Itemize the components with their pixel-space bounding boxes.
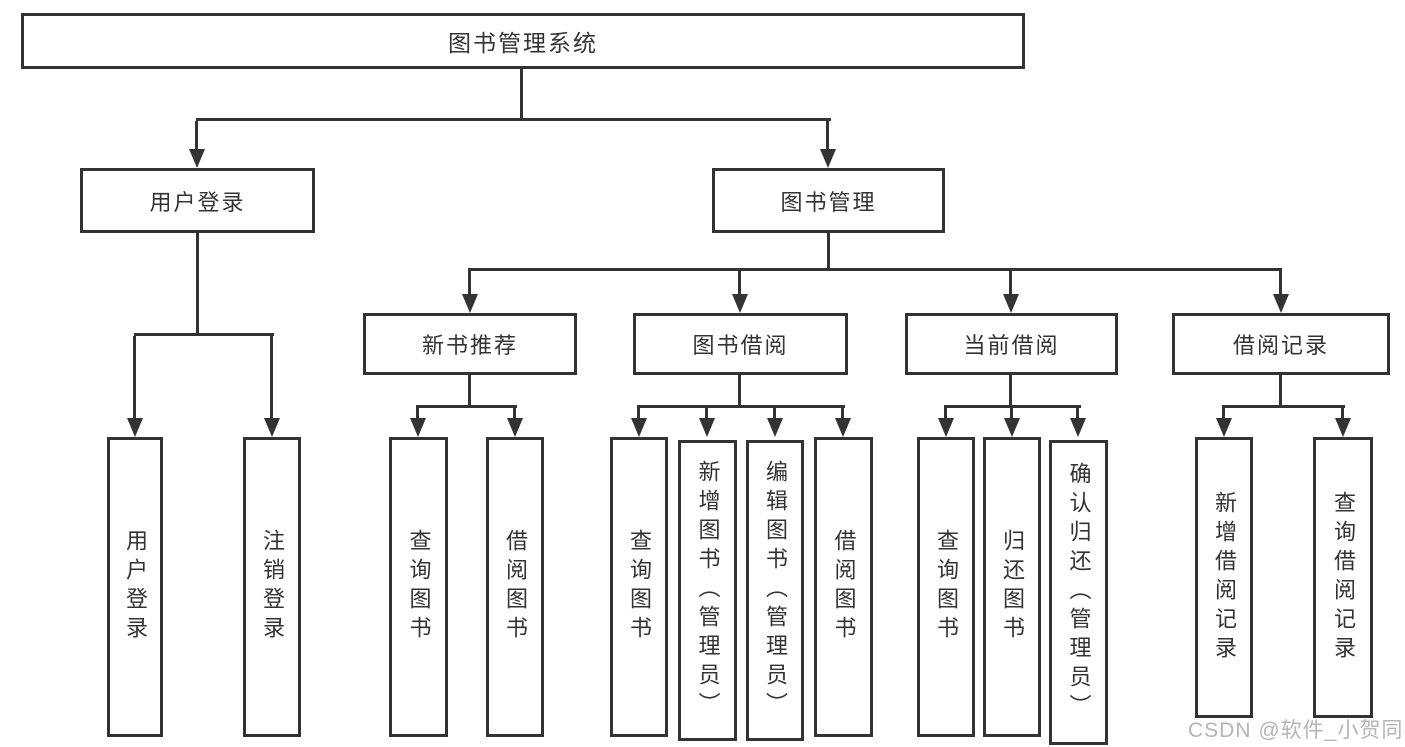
leaf-borrow-books-recommend: 借阅图书 [486, 437, 544, 737]
connector-line [637, 405, 845, 408]
connector-line [1010, 408, 1013, 419]
connector-line [1076, 408, 1079, 419]
connector-line [738, 375, 741, 408]
arrowhead-down-icon [462, 294, 478, 313]
connector-line [270, 336, 273, 419]
leaf-edit-books-admin: 编辑图书（管理员） [746, 440, 804, 741]
arrowhead-down-icon [264, 418, 280, 437]
connector-line [416, 405, 517, 408]
node-root: 图书管理系统 [21, 13, 1025, 69]
node-user-login: 用户登录 [80, 168, 315, 233]
leaf-logout: 注销登录 [243, 437, 301, 737]
node-borrowing-records: 借阅记录 [1172, 313, 1390, 375]
connector-line [637, 408, 640, 419]
connector-line [826, 121, 829, 150]
connector-line [1341, 408, 1344, 419]
leaf-label: 注销登录 [260, 529, 285, 645]
leaf-label: 确认归还（管理员） [1066, 462, 1092, 723]
arrowhead-down-icon [938, 418, 954, 437]
connector-line [1009, 271, 1012, 295]
connector-line [520, 69, 523, 121]
leaf-query-books-borrowing: 查询图书 [610, 437, 668, 737]
leaf-label: 借阅图书 [503, 529, 528, 645]
connector-line [133, 336, 136, 419]
leaf-confirm-return-admin: 确认归还（管理员） [1049, 440, 1108, 745]
connector-line [1222, 408, 1225, 419]
connector-line [1222, 405, 1345, 408]
leaf-user-login: 用户登录 [107, 437, 163, 737]
leaf-query-books-current: 查询图书 [917, 437, 975, 737]
arrowhead-down-icon [1070, 418, 1086, 437]
connector-line [944, 408, 947, 419]
connector-line [944, 405, 1081, 408]
leaf-add-borrow-record: 新增借阅记录 [1195, 437, 1253, 718]
leaf-label: 借阅图书 [831, 529, 857, 645]
leaf-label: 用户登录 [123, 529, 148, 645]
leaf-label: 归还图书 [1000, 529, 1025, 645]
connector-line [827, 233, 830, 271]
leaf-label: 新增图书（管理员） [695, 460, 721, 721]
connector-line [195, 121, 198, 150]
node-current-borrowing: 当前借阅 [905, 313, 1118, 375]
arrowhead-down-icon [732, 294, 748, 313]
csdn-watermark: CSDN @软件_小贺同学 [1188, 719, 1405, 742]
leaf-query-borrow-record: 查询借阅记录 [1313, 437, 1373, 718]
leaf-label: 查询图书 [406, 529, 432, 645]
connector-line [738, 271, 741, 295]
connector-line [468, 268, 1282, 271]
connector-line [513, 408, 516, 419]
arrowhead-down-icon [1004, 418, 1020, 437]
leaf-label: 查询图书 [627, 529, 652, 645]
connector-line [468, 271, 471, 295]
connector-line [773, 408, 776, 419]
leaf-label: 编辑图书（管理员） [763, 460, 788, 721]
arrowhead-down-icon [699, 418, 715, 437]
arrowhead-down-icon [410, 418, 426, 437]
leaf-query-books-recommend: 查询图书 [389, 437, 448, 737]
arrowhead-down-icon [1003, 294, 1019, 313]
connector-line [196, 118, 831, 121]
connector-line [416, 408, 419, 419]
arrowhead-down-icon [1335, 418, 1351, 437]
leaf-add-books-admin: 新增图书（管理员） [678, 440, 737, 741]
leaf-label: 查询借阅记录 [1331, 490, 1356, 665]
arrowhead-down-icon [1216, 418, 1232, 437]
arrowhead-down-icon [507, 418, 523, 437]
arrowhead-down-icon [767, 418, 783, 437]
connector-line [196, 233, 199, 336]
node-new-book-recommend: 新书推荐 [363, 313, 577, 375]
node-book-borrowing: 图书借阅 [633, 313, 848, 375]
node-book-management: 图书管理 [712, 168, 945, 233]
leaf-return-books: 归还图书 [983, 437, 1041, 737]
arrowhead-down-icon [1273, 294, 1289, 313]
arrowhead-down-icon [631, 418, 647, 437]
connector-line [841, 408, 844, 419]
connector-line [1009, 375, 1012, 408]
connector-line [705, 408, 708, 419]
arrowhead-down-icon [835, 418, 851, 437]
connector-line [1279, 375, 1282, 408]
connector-line [468, 375, 471, 408]
connector-line [1279, 271, 1282, 295]
leaf-borrow-books-borrowing: 借阅图书 [814, 437, 873, 737]
leaf-label: 新增借阅记录 [1212, 490, 1237, 665]
arrowhead-down-icon [189, 149, 205, 168]
leaf-label: 查询图书 [934, 529, 959, 645]
connector-line [134, 333, 274, 336]
arrowhead-down-icon [820, 149, 836, 168]
arrowhead-down-icon [127, 418, 143, 437]
